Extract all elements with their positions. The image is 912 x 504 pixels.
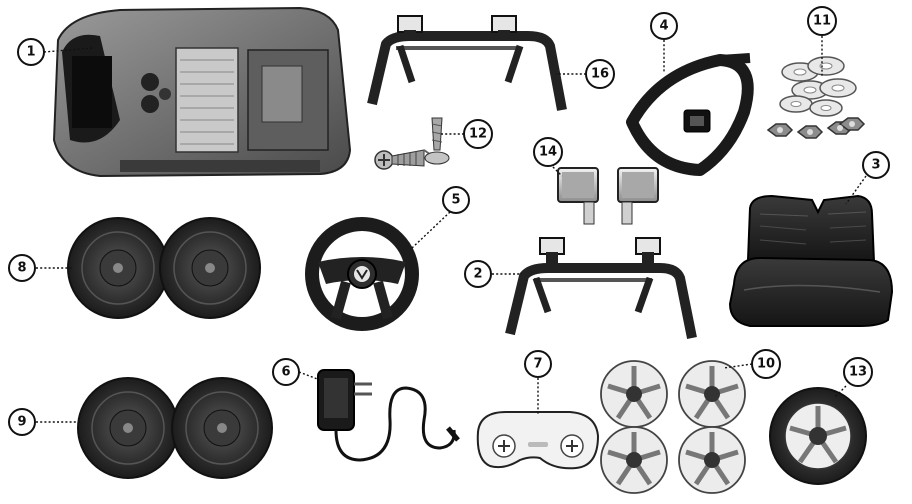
remote-control-illustration [476, 411, 600, 470]
callout-3: 3 [862, 151, 890, 179]
leader-line-5 [411, 211, 451, 249]
svg-text:5: 5 [451, 193, 460, 208]
callout-6: 6 [272, 358, 300, 386]
callout-16: 16 [585, 59, 615, 89]
seat-illustration [728, 194, 894, 327]
leader-line-3 [845, 175, 867, 205]
callout-14: 14 [533, 137, 563, 167]
svg-text:6: 6 [281, 365, 290, 380]
callout-5: 5 [442, 186, 470, 214]
callouts: 1 2 3 4 5 6 7 8 9 10 11 12 13 14 16 [8, 6, 890, 436]
svg-text:13: 13 [849, 365, 867, 380]
leader-line-14 [549, 163, 563, 177]
hub-caps-illustration [600, 360, 746, 494]
screws-illustration [374, 117, 450, 170]
callout-7: 7 [524, 350, 552, 378]
svg-text:14: 14 [539, 145, 557, 160]
rear-wheels-illustration [77, 377, 273, 479]
side-mirrors-illustration [557, 167, 659, 225]
leader-lines [36, 36, 867, 423]
front-wheels-illustration [67, 217, 261, 319]
svg-text:11: 11 [813, 14, 831, 29]
seat-belt-illustration [626, 53, 754, 176]
svg-text:10: 10 [757, 357, 775, 372]
front-roll-bar-illustration [367, 15, 567, 111]
leader-line-10 [723, 363, 753, 369]
callout-2: 2 [464, 260, 492, 288]
svg-text:4: 4 [659, 19, 668, 34]
svg-text:9: 9 [17, 415, 26, 430]
svg-text:2: 2 [473, 267, 482, 282]
callout-4: 4 [650, 12, 678, 40]
spare-wheel-illustration [769, 387, 867, 485]
callout-13: 13 [843, 357, 873, 387]
charger-illustration [317, 369, 460, 462]
svg-text:7: 7 [533, 357, 542, 372]
callout-12: 12 [463, 119, 493, 149]
steering-wheel-illustration [305, 217, 419, 331]
rear-roll-bar-illustration [505, 237, 697, 339]
callout-1: 1 [17, 38, 45, 66]
car-body-illustration [52, 6, 352, 178]
leader-line-13 [833, 385, 847, 399]
washers-and-nuts-illustration [766, 56, 866, 139]
svg-text:1: 1 [26, 45, 35, 60]
svg-text:3: 3 [871, 158, 880, 173]
leader-line-6 [298, 371, 321, 381]
svg-text:12: 12 [469, 127, 487, 142]
callout-10: 10 [751, 349, 781, 379]
svg-text:8: 8 [17, 261, 26, 276]
callout-8: 8 [8, 254, 36, 282]
callout-9: 9 [8, 408, 36, 436]
svg-text:16: 16 [591, 67, 609, 82]
callout-11: 11 [807, 6, 837, 36]
